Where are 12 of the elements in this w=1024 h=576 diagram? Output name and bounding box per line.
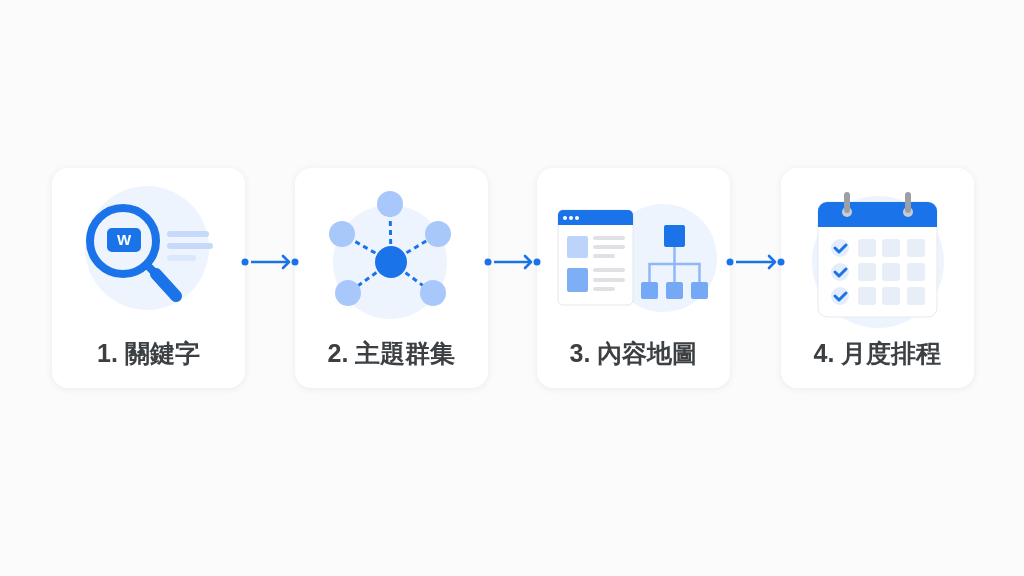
step-label: 4. 月度排程 — [813, 338, 942, 368]
step-card — [537, 168, 730, 388]
step-label: 3. 內容地圖 — [569, 338, 698, 368]
step-card — [52, 168, 245, 388]
step-label: 2. 主題群集 — [327, 338, 456, 368]
arrow — [726, 254, 786, 270]
step-label: 1. 關鍵字 — [97, 338, 200, 368]
step-card — [781, 168, 974, 388]
arrow — [241, 254, 300, 270]
arrow — [484, 254, 542, 270]
step-card — [295, 168, 488, 388]
letter-tag: W — [107, 228, 141, 252]
